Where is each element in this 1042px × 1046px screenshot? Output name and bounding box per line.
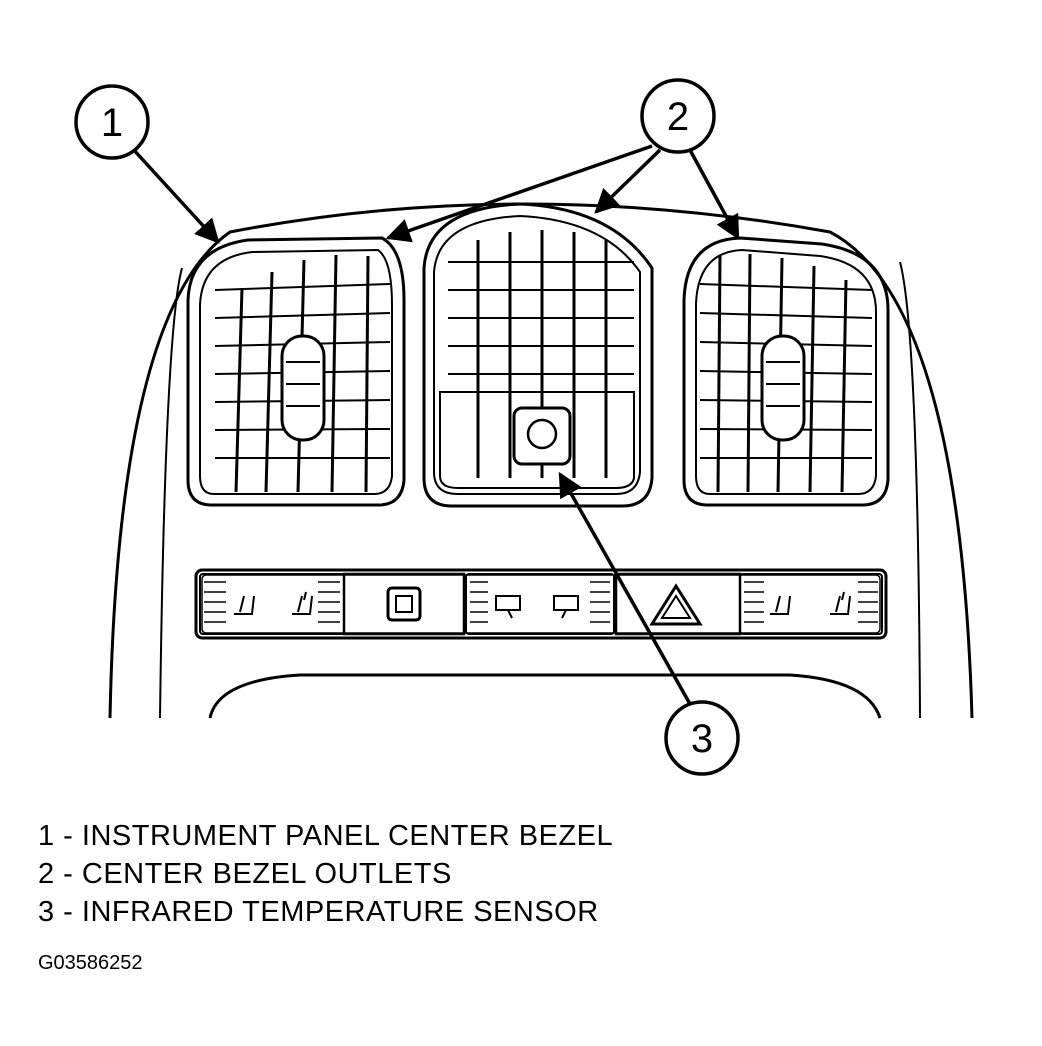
legend-item-1: 1 - INSTRUMENT PANEL CENTER BEZEL — [38, 820, 614, 852]
callout-3-number: 3 — [691, 717, 713, 761]
callout-2: 2 — [640, 78, 716, 154]
leader-1 — [130, 146, 220, 244]
rear-defrost-button — [342, 572, 466, 636]
callout-1: 1 — [74, 84, 150, 160]
leader-2c — [688, 149, 740, 241]
left-seat-heater-switch — [199, 573, 345, 635]
callout-3: 3 — [664, 700, 740, 776]
right-outlet — [682, 236, 890, 507]
figure-id: G03586252 — [38, 952, 143, 974]
legend-item-3: 3 - INFRARED TEMPERATURE SENSOR — [38, 896, 599, 928]
right-seat-heater-switch — [739, 573, 883, 635]
bezel-diagram: 1 2 3 — [74, 78, 974, 776]
leader-lines — [130, 144, 740, 705]
wiper-switch — [465, 573, 615, 635]
center-outlet — [422, 202, 654, 508]
leader-2b — [594, 148, 662, 214]
switch-bank — [194, 568, 888, 640]
leader-3 — [558, 471, 692, 705]
callout-1-number: 1 — [101, 101, 123, 145]
left-outlet — [186, 236, 406, 507]
callout-2-number: 2 — [667, 95, 689, 139]
legend-item-2: 2 - CENTER BEZEL OUTLETS — [38, 858, 452, 890]
leader-2a — [385, 144, 653, 243]
